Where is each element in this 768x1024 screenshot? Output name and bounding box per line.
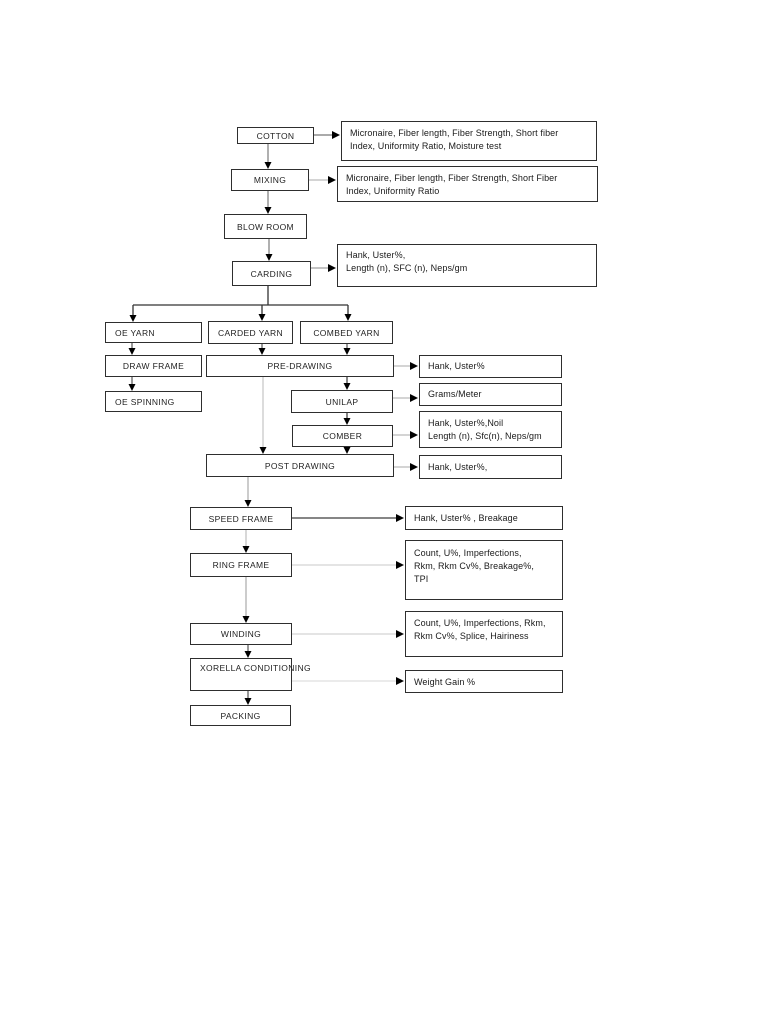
test-line: Rkm Cv%, Splice, Hairiness [414, 631, 529, 642]
test-line: Hank, Uster% [428, 361, 485, 371]
test-box-post-drawing: Hank, Uster%, [419, 455, 562, 479]
arrow-blow-room-to-carding [265, 239, 273, 261]
node-combed-yarn: COMBED YARN [300, 321, 393, 344]
node-cotton-label: COTTON [256, 130, 295, 141]
arrow-winding-to-tests [292, 630, 404, 638]
node-packing-label: PACKING [220, 710, 261, 721]
node-oe-spinning-label: OE SPINNING [115, 396, 175, 407]
test-line: Count, U%, Imperfections, [414, 548, 522, 558]
test-box-cotton: Micronaire, Fiber length, Fiber Strength… [341, 121, 597, 161]
node-post-drawing-label: POST DRAWING [264, 460, 336, 471]
node-unilap-label: UNILAP [325, 396, 359, 407]
node-comber-label: COMBER [322, 431, 363, 441]
node-mixing: MIXING [231, 169, 309, 191]
test-box-pre-drawing: Hank, Uster% [419, 355, 562, 378]
node-mixing-label: MIXING [253, 175, 287, 185]
node-unilap: UNILAP [291, 390, 393, 413]
node-carded-yarn: CARDED YARN [208, 321, 293, 344]
node-xorella-conditioning-label: XORELLA CONDITIONING [200, 663, 311, 673]
arrow-post-drawing-to-speed-frame [244, 477, 252, 507]
test-box-xorella: Weight Gain % [405, 670, 563, 693]
test-line: Micronaire, Fiber length, Fiber Strength… [346, 173, 558, 183]
node-post-drawing: POST DRAWING [206, 454, 394, 477]
test-box-carding: Hank, Uster%, Length (n), SFC (n), Neps/… [337, 244, 597, 287]
arrow-unilap-to-comber [343, 413, 351, 425]
arrow-cotton-to-mixing [264, 144, 272, 169]
node-speed-frame: SPEED FRAME [190, 507, 292, 530]
node-carded-yarn-label: CARDED YARN [218, 327, 283, 338]
test-line: Hank, Uster% , Breakage [414, 513, 518, 523]
node-blow-room-label: BLOW ROOM [237, 221, 294, 232]
test-line: Hank, Uster%, [346, 250, 406, 260]
test-line: Micronaire, Fiber length, Fiber Strength… [350, 128, 559, 138]
arrow-carding-to-tests [311, 264, 336, 272]
arrow-comber-to-post-drawing [343, 447, 351, 454]
test-line: TPI [414, 574, 429, 585]
node-pre-drawing: PRE-DRAWING [206, 355, 394, 377]
test-line: Hank, Uster%, [428, 462, 488, 472]
arrow-oe-yarn-to-draw-frame [128, 343, 136, 355]
node-oe-yarn: OE YARN [105, 322, 202, 343]
node-pre-drawing-label: PRE-DRAWING [267, 361, 333, 371]
arrow-xorella-to-packing [244, 691, 252, 705]
arrow-unilap-to-tests [393, 394, 418, 402]
node-carding: CARDING [232, 261, 311, 286]
arrow-post-drawing-to-tests [394, 463, 418, 471]
test-box-ring-frame: Count, U%, Imperfections, Rkm, Rkm Cv%, … [405, 540, 563, 600]
arrow-speed-frame-to-ring-frame [242, 530, 250, 553]
node-speed-frame-label: SPEED FRAME [208, 513, 274, 524]
arrow-pre-drawing-to-post-drawing [259, 377, 267, 454]
arrow-mixing-to-blow-room [264, 191, 272, 214]
test-line: Count, U%, Imperfections, Rkm, [414, 618, 546, 628]
test-box-comber: Hank, Uster%,Noil Length (n), Sfc(n), Ne… [419, 411, 562, 448]
node-combed-yarn-label: COMBED YARN [313, 327, 380, 338]
test-box-unilap: Grams/Meter [419, 383, 562, 406]
arrow-combed-yarn-to-pre-drawing [343, 344, 351, 355]
test-line: Rkm, Rkm Cv%, Breakage%, [414, 561, 534, 572]
node-oe-yarn-label: OE YARN [115, 327, 155, 338]
node-xorella-conditioning: XORELLA CONDITIONING [190, 658, 311, 691]
arrow-winding-to-xorella [244, 645, 252, 658]
test-line: Index, Uniformity Ratio, Moisture test [350, 141, 502, 152]
node-winding: WINDING [190, 623, 292, 645]
test-line: Length (n), Sfc(n), Neps/gm [428, 431, 542, 442]
arrow-pre-drawing-to-unilap [343, 377, 351, 390]
arrow-speed-frame-to-tests [292, 514, 404, 522]
test-line: Hank, Uster%,Noil [428, 418, 504, 428]
arrow-xorella-to-tests [292, 677, 404, 685]
node-draw-frame-label: DRAW FRAME [122, 361, 185, 371]
branch-carding-to-yarns [129, 286, 352, 322]
arrow-cotton-to-tests [314, 131, 340, 139]
node-packing: PACKING [190, 705, 291, 726]
arrow-mixing-to-tests [309, 176, 336, 184]
arrow-comber-to-tests [393, 431, 418, 439]
node-winding-label: WINDING [220, 629, 262, 639]
node-oe-spinning: OE SPINNING [105, 391, 202, 412]
test-box-mixing: Micronaire, Fiber length, Fiber Strength… [337, 166, 598, 202]
test-line: Weight Gain % [414, 677, 476, 687]
arrow-carded-yarn-to-pre-drawing [258, 344, 266, 355]
test-line: Index, Uniformity Ratio [346, 186, 440, 197]
test-line: Grams/Meter [428, 389, 482, 399]
node-ring-frame: RING FRAME [190, 553, 292, 577]
node-draw-frame: DRAW FRAME [105, 355, 202, 377]
test-box-winding: Count, U%, Imperfections, Rkm, Rkm Cv%, … [405, 611, 563, 657]
arrow-ring-frame-to-winding [242, 577, 250, 623]
node-comber: COMBER [292, 425, 393, 447]
arrow-pre-drawing-to-tests [394, 362, 418, 370]
node-carding-label: CARDING [250, 268, 293, 279]
arrow-draw-frame-to-oe-spinning [128, 377, 136, 391]
node-blow-room: BLOW ROOM [224, 214, 307, 239]
node-cotton: COTTON [237, 127, 314, 144]
node-ring-frame-label: RING FRAME [212, 560, 270, 570]
test-box-speed-frame: Hank, Uster% , Breakage [405, 506, 563, 530]
test-line: Length (n), SFC (n), Neps/gm [346, 263, 468, 274]
arrow-ring-frame-to-tests [292, 561, 404, 569]
